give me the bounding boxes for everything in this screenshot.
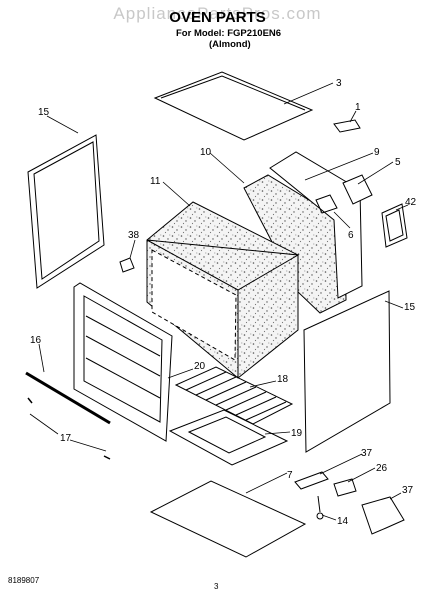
callout-3: 3	[336, 78, 342, 89]
callout-38: 38	[128, 230, 140, 241]
page-number: 3	[214, 582, 219, 591]
callout-19: 19	[291, 428, 303, 439]
callout-1: 1	[355, 102, 361, 113]
callout-10: 10	[200, 147, 212, 158]
callout-42: 42	[405, 197, 417, 208]
document-code: 8189807	[8, 576, 40, 585]
model-label: For Model: FGP210EN6	[176, 28, 282, 39]
part-oven-rack	[174, 366, 294, 425]
callout-11: 11	[150, 176, 161, 187]
callout-14: 14	[337, 516, 349, 527]
leader-lines	[29, 82, 409, 521]
callout-16: 16	[30, 335, 42, 346]
part-gasket-edge	[27, 397, 111, 460]
part-bottom-panel	[149, 480, 307, 558]
part-right-side-panel	[303, 290, 391, 453]
callout-20: 20	[194, 361, 206, 372]
part-burner-clip	[294, 471, 329, 490]
part-bracket-37	[361, 496, 405, 535]
callout-15-right: 15	[404, 302, 416, 313]
model-variant: (Almond)	[209, 39, 251, 50]
callout-17: 17	[60, 433, 72, 444]
callouts: 3 1 15 10 9 5 42 11 6 38 15 16 20 18 19 …	[30, 78, 417, 527]
callout-9: 9	[374, 147, 380, 158]
callout-37-bottom: 37	[402, 485, 414, 496]
callout-15-left: 15	[38, 107, 50, 118]
callout-18: 18	[277, 374, 289, 385]
part-small-bracket	[333, 119, 361, 133]
part-screw	[316, 495, 324, 520]
watermark: AppliancePartsPros.com	[113, 4, 322, 23]
part-oven-bottom	[168, 409, 289, 466]
part-top-panel	[153, 71, 314, 141]
part-left-side-panel	[27, 134, 105, 289]
part-gasket	[25, 371, 111, 425]
part-front-frame	[73, 282, 173, 442]
callout-37-top: 37	[361, 448, 373, 459]
page-title: OVEN PARTS	[169, 9, 266, 26]
callout-26: 26	[376, 463, 388, 474]
part-back-panel	[269, 151, 373, 299]
part-vent-bracket	[381, 203, 408, 248]
part-spring-clip	[333, 478, 357, 497]
part-clip	[119, 257, 135, 273]
callout-5: 5	[395, 157, 401, 168]
callout-7: 7	[287, 470, 293, 481]
callout-6: 6	[348, 230, 354, 241]
part-oven-insulation	[146, 201, 300, 379]
